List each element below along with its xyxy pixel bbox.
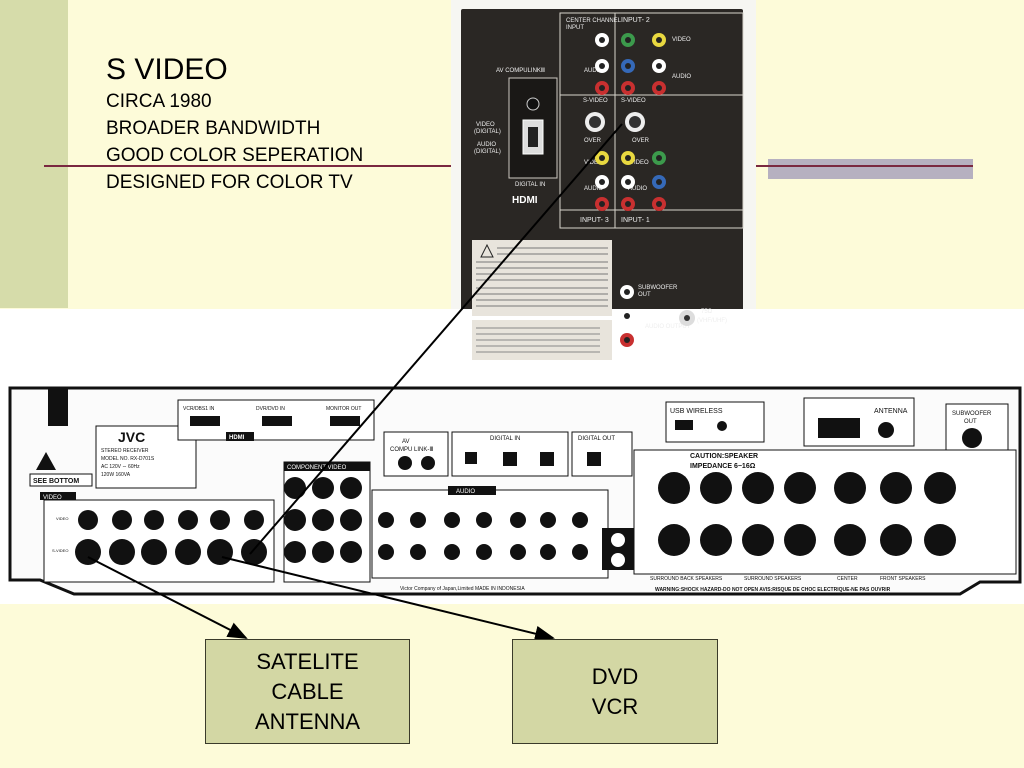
svg-text:CAUTION:SPEAKER: CAUTION:SPEAKER (690, 453, 758, 460)
svg-text:AUDIO: AUDIO (672, 74, 691, 80)
tv-av-compulink-label: AV COMPULINKⅢ (496, 68, 545, 74)
svg-text:MODEL NO. RX-D701S: MODEL NO. RX-D701S (101, 456, 155, 462)
svg-text:DVR/DVD IN: DVR/DVD IN (256, 406, 285, 412)
source-devices-text: SATELITE CABLE ANTENNA (254, 648, 361, 734)
bullet-line: BROADER BANDWIDTH (106, 118, 321, 139)
svg-text:OVER: OVER (632, 138, 650, 144)
svg-text:S-VIDEO: S-VIDEO (583, 98, 608, 104)
bullet-line: DESIGNED FOR COLOR TV (106, 172, 353, 193)
svg-text:DIGITAL IN: DIGITAL IN (490, 436, 520, 442)
bullet-line: CIRCA 1980 (106, 91, 212, 112)
svg-text:CENTER: CENTER (837, 576, 858, 582)
svg-text:120W 160VA: 120W 160VA (101, 472, 131, 478)
side-accent-band (0, 0, 68, 308)
svg-text:WARNING:SHOCK HAZARD-DO NOT OP: WARNING:SHOCK HAZARD-DO NOT OPEN AVIS:RI… (655, 587, 891, 593)
svideo-link-line (249, 123, 623, 555)
svg-text:AV: AV (402, 439, 410, 445)
svg-text:SUBWOOFER: SUBWOOFER (638, 285, 678, 291)
svg-text:AC 120V ∼ 60Hz: AC 120V ∼ 60Hz (101, 464, 140, 470)
svg-text:DIGITAL OUT: DIGITAL OUT (578, 436, 615, 442)
svg-text:VIDEO: VIDEO (43, 495, 62, 501)
svg-text:S-VIDEO: S-VIDEO (621, 98, 646, 104)
svg-text:(DIGITAL): (DIGITAL) (474, 149, 501, 155)
svg-text:VIDEO: VIDEO (56, 516, 68, 521)
arrow-to-dest-box (221, 556, 555, 642)
svg-text:STEREO RECEIVER: STEREO RECEIVER (101, 448, 149, 454)
svg-text:ANTENNA: ANTENNA (874, 408, 908, 415)
svg-text:MONITOR OUT: MONITOR OUT (326, 406, 361, 412)
svg-text:VCR/DBS1 IN: VCR/DBS1 IN (183, 406, 215, 412)
svg-text:AUDIO: AUDIO (456, 489, 475, 495)
tv-center-channel-label: CENTER CHANNEL (566, 18, 622, 24)
svg-text:(VHF/UHF): (VHF/UHF) (697, 318, 727, 324)
bullet-line: GOOD COLOR SEPERATION (106, 145, 364, 166)
svg-text:AUDIO: AUDIO (584, 68, 603, 74)
svg-text:AUDIO: AUDIO (628, 186, 647, 192)
connection-arrows (87, 123, 623, 642)
svg-text:FRONT SPEAKERS: FRONT SPEAKERS (880, 576, 926, 582)
receiver-details: JVC STEREO RECEIVER MODEL NO. RX-D701S A… (8, 386, 1022, 596)
destination-devices-box: DVD VCR (512, 639, 718, 744)
divider-rule-left (44, 165, 452, 167)
svg-text:INPUT: INPUT (566, 25, 584, 31)
svg-text:AUDIO: AUDIO (477, 142, 496, 148)
svg-text:75Ω: 75Ω (701, 309, 713, 315)
divider-rule-right (744, 165, 973, 167)
svg-text:VIDEO: VIDEO (476, 122, 495, 128)
svg-text:COMPONENT VIDEO: COMPONENT VIDEO (287, 465, 347, 471)
receiver-brand: JVC (118, 429, 145, 445)
slide-title: S VIDEO (106, 53, 228, 86)
tv-panel-details: CENTER CHANNEL INPUT INPUT- 2 VIDEO AV C… (472, 12, 744, 360)
svg-text:VIDEO: VIDEO (630, 160, 649, 166)
tv-hdmi-logo: HDMI (512, 195, 538, 206)
tv-input2-label: INPUT- 2 (621, 17, 650, 24)
arrow-to-source-box (87, 556, 248, 639)
tv-jacks (585, 33, 695, 347)
svg-text:OUT: OUT (638, 292, 651, 298)
svg-text:COMPU LINK-Ⅲ: COMPU LINK-Ⅲ (390, 447, 433, 453)
svg-text:VIDEO: VIDEO (584, 160, 603, 166)
svg-text:OVER: OVER (584, 138, 602, 144)
tv-input1-label: INPUT- 1 (621, 217, 650, 224)
svg-text:OUT: OUT (964, 419, 977, 425)
svg-text:SUBWOOFER: SUBWOOFER (952, 411, 992, 417)
slide-heading: S VIDEO CIRCA 1980 BROADER BANDWIDTH GOO… (106, 52, 363, 196)
tv-digital-in-label: DIGITAL IN (515, 182, 545, 188)
source-devices-box: SATELITE CABLE ANTENNA (205, 639, 410, 744)
svg-text:USB WIRELESS: USB WIRELESS (670, 408, 723, 415)
divider-bar-right (768, 159, 973, 179)
tv-input3-label: INPUT- 3 (580, 217, 609, 224)
svg-text:S-VIDEO: S-VIDEO (52, 548, 68, 553)
svg-text:(DIGITAL): (DIGITAL) (474, 129, 501, 135)
destination-devices-text: DVD VCR (591, 663, 639, 719)
svg-text:Victor Company of Japan,Limite: Victor Company of Japan,Limited MADE IN … (400, 586, 525, 592)
svg-text:SURROUND SPEAKERS: SURROUND SPEAKERS (744, 576, 802, 582)
svg-text:VIDEO: VIDEO (672, 37, 691, 43)
see-bottom-label: SEE BOTTOM (33, 478, 79, 485)
svg-text:AUDIO OUTPUT: AUDIO OUTPUT (645, 324, 691, 330)
svg-text:AUDIO: AUDIO (584, 186, 603, 192)
svg-text:HDMI: HDMI (229, 435, 245, 441)
svg-text:IMPEDANCE 6−16Ω: IMPEDANCE 6−16Ω (690, 463, 756, 470)
svg-text:SURROUND BACK SPEAKERS: SURROUND BACK SPEAKERS (650, 576, 723, 582)
